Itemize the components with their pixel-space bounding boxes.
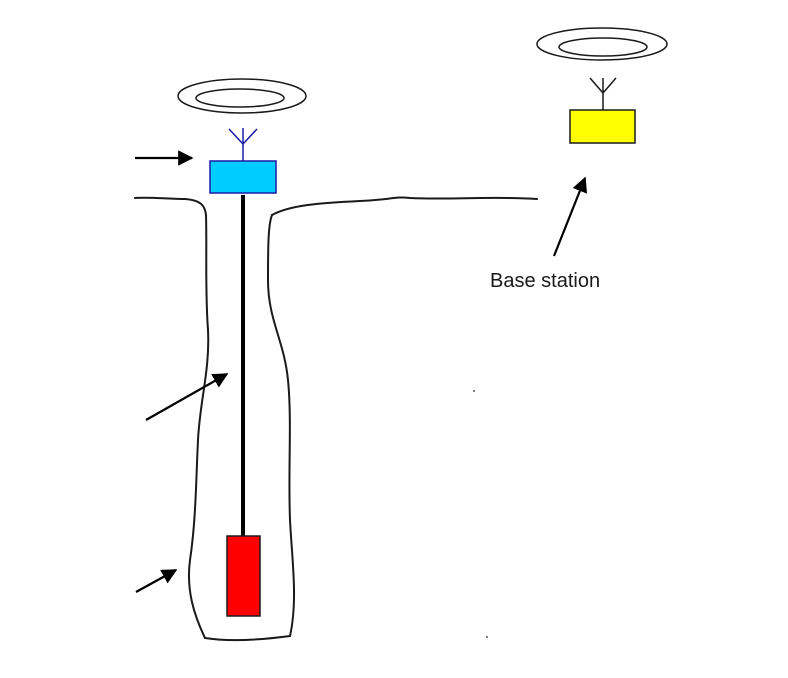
ground-surface-line-right (271, 196, 538, 216)
stray-dot (486, 636, 488, 638)
stray-dot (473, 390, 475, 392)
borehole-left-wall (187, 214, 210, 639)
ground-surface-line (134, 196, 207, 216)
base-station-box (569, 109, 636, 144)
arrow-to-base-station (552, 176, 588, 257)
downhole-probe (226, 535, 261, 617)
borehole-right-wall (267, 214, 296, 637)
arrow-to-cable (145, 373, 229, 421)
antenna-icon (589, 77, 617, 110)
surface-receiver (209, 160, 277, 194)
antenna-icon (228, 128, 258, 161)
arrow-to-probe (135, 569, 178, 593)
borehole-bottom (204, 635, 291, 642)
gps-satellite-dish-icon (177, 78, 307, 114)
gps-satellite-dish-icon (536, 27, 668, 61)
base-station-label: Base station (490, 270, 600, 292)
